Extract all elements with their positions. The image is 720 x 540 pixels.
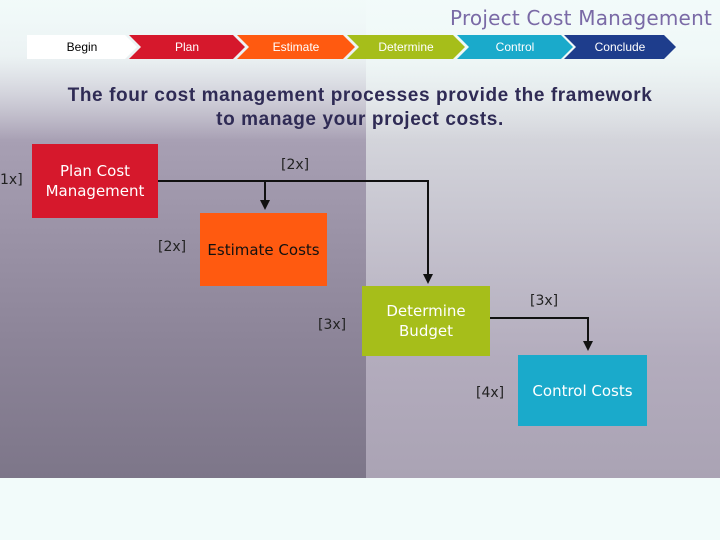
step-begin-label: Begin [66, 40, 98, 54]
determine-budget-box[interactable]: Determine Budget [362, 286, 490, 356]
edge-label: 1x] [0, 172, 23, 188]
control-costs-box[interactable]: Control Costs [518, 355, 647, 426]
top-fade [0, 0, 720, 140]
determine-in-label: [3x] [318, 317, 347, 333]
step-plan-label: Plan [174, 40, 200, 54]
slide-title: Project Cost Management [450, 6, 712, 30]
step-estimate[interactable]: Estimate [237, 35, 355, 59]
estimate-in-label: [2x] [158, 239, 187, 255]
step-plan[interactable]: Plan [129, 35, 245, 59]
connector-determine-to-control [490, 317, 593, 351]
headline: The four cost management processes provi… [67, 85, 653, 130]
control-costs-label: Control Costs [532, 381, 633, 400]
control-in-label: [4x] [476, 385, 505, 401]
step-estimate-label: Estimate [272, 40, 320, 54]
estimate-costs-box[interactable]: Estimate Costs [200, 213, 327, 286]
connector-plan-to-determine [265, 180, 433, 284]
step-control-label: Control [495, 40, 535, 54]
step-determine-label: Determine [378, 40, 434, 54]
estimate-costs-label: Estimate Costs [207, 240, 320, 259]
step-conclude[interactable]: Conclude [564, 35, 676, 59]
step-conclude-label: Conclude [594, 40, 646, 54]
step-determine[interactable]: Determine [347, 35, 465, 59]
plan-cost-management-label: Plan Cost Management [45, 162, 145, 200]
determine-budget-label: Determine Budget [386, 302, 466, 340]
step-control[interactable]: Control [457, 35, 573, 59]
determine-out-label: [3x] [530, 293, 559, 309]
connector-plan-to-estimate [157, 180, 270, 210]
plan-out-label: [2x] [281, 157, 310, 173]
step-begin[interactable]: Begin [27, 35, 137, 59]
plan-cost-management-box[interactable]: Plan Cost Management [32, 144, 158, 218]
